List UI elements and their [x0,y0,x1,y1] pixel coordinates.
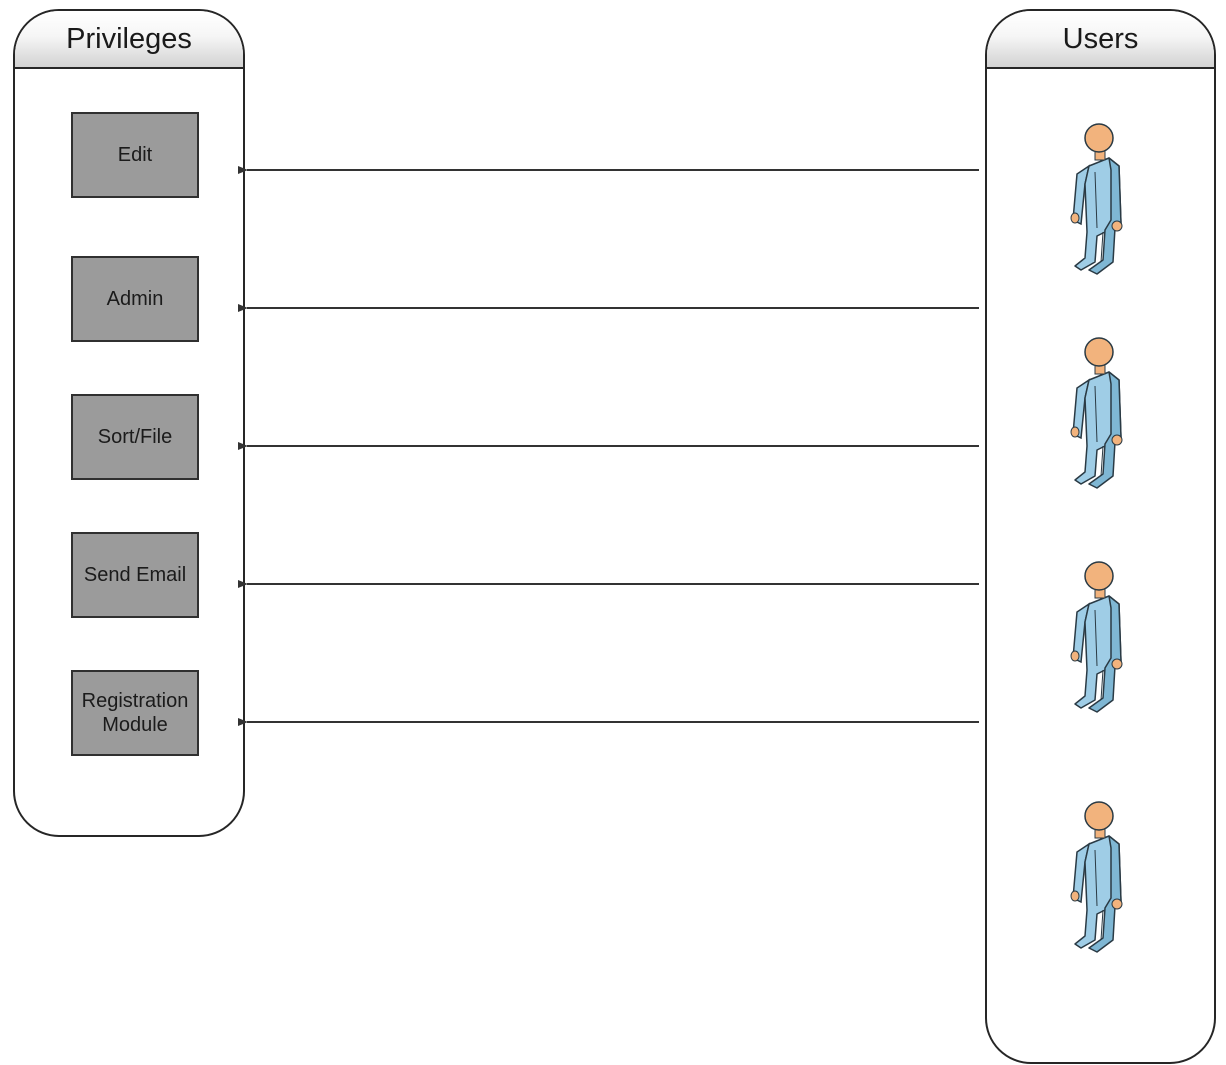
privilege-registration-module[interactable]: Registration Module [71,670,199,756]
users-title: Users [987,11,1214,69]
privilege-edit[interactable]: Edit [71,112,199,198]
user-figure-icon[interactable] [1067,790,1131,954]
user-figure-icon[interactable] [1067,326,1131,490]
privilege-sort-file[interactable]: Sort/File [71,394,199,480]
privilege-admin[interactable]: Admin [71,256,199,342]
privileges-panel: Privileges Edit Admin Sort/File Send Ema… [13,9,245,837]
user-figure-icon[interactable] [1067,550,1131,714]
privilege-send-email[interactable]: Send Email [71,532,199,618]
privileges-title: Privileges [15,11,243,69]
user-figure-icon[interactable] [1067,112,1131,276]
users-panel: Users [985,9,1216,1064]
